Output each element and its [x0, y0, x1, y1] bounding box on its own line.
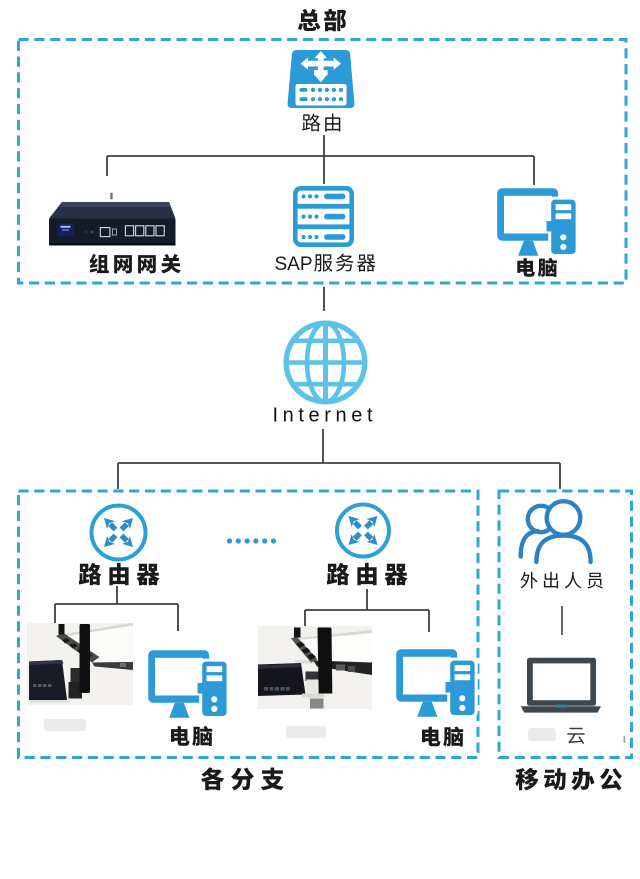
svg-text:Internet: Internet: [272, 405, 377, 427]
svg-text:SAP: SAP: [275, 254, 313, 275]
